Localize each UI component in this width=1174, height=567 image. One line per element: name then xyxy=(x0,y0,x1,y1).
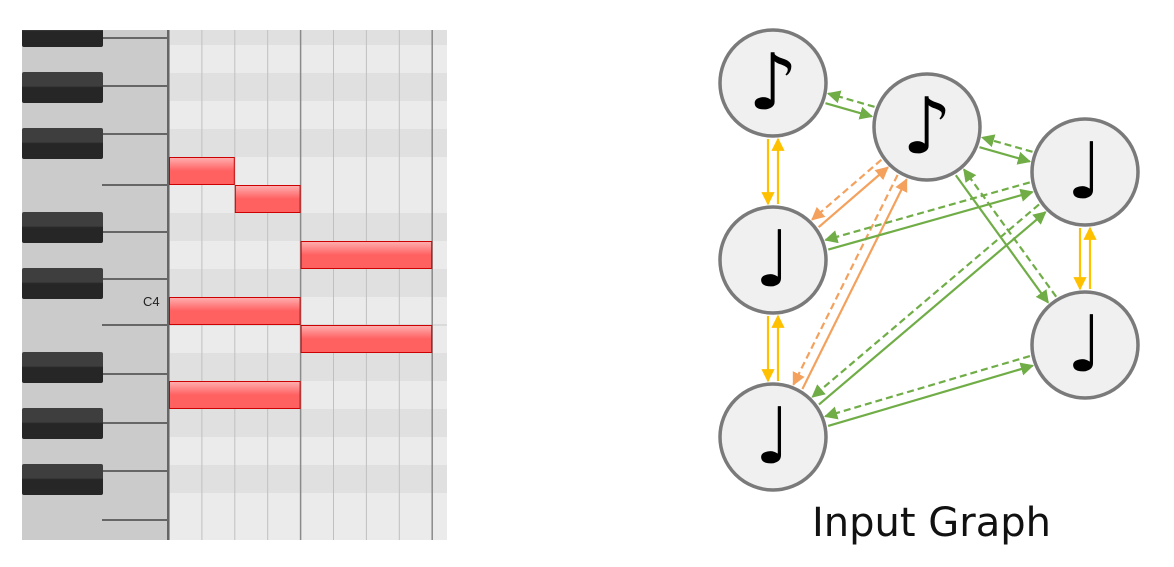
piano-roll xyxy=(22,30,447,540)
black-key xyxy=(22,72,103,103)
edge-n6-n2 xyxy=(801,178,908,390)
quarter-note-icon: ♩ xyxy=(755,392,792,482)
grid-row xyxy=(169,73,447,101)
node-n1 xyxy=(718,28,828,138)
black-key xyxy=(22,352,103,383)
black-key xyxy=(22,212,103,243)
grid-row xyxy=(169,465,447,493)
eighth-note-icon: ♪ xyxy=(748,38,798,128)
grid-row xyxy=(169,409,447,437)
edge-n2-n1 xyxy=(826,90,875,108)
edge-n2-n5 xyxy=(954,174,1049,304)
edge-n1-n2 xyxy=(825,102,874,120)
quarter-note-icon: ♩ xyxy=(1067,300,1104,390)
grid-row xyxy=(169,101,447,129)
grid-row xyxy=(169,269,447,297)
grid-row xyxy=(169,30,447,45)
grid-row xyxy=(169,185,447,213)
edge-n2-n4 xyxy=(811,158,883,221)
grid-row xyxy=(169,129,447,157)
node-n2 xyxy=(872,72,982,182)
edge-n5-n6 xyxy=(824,354,1031,420)
node-n5 xyxy=(1030,290,1140,400)
grid-row xyxy=(169,45,447,73)
black-key xyxy=(22,408,103,439)
quarter-note-icon: ♩ xyxy=(755,215,792,305)
edge-n6-n5 xyxy=(827,362,1034,428)
note-F4 xyxy=(169,157,235,185)
black-key xyxy=(22,30,103,47)
edge-n4-n3 xyxy=(827,188,1034,251)
grid-row xyxy=(169,213,447,241)
node-n6 xyxy=(718,382,828,492)
edge-n3-n4 xyxy=(824,181,1031,244)
graph-title: Input Graph xyxy=(812,500,1051,546)
piano-roll-canvas xyxy=(22,30,447,540)
c4-label: C4 xyxy=(143,294,160,309)
grid-row xyxy=(169,437,447,465)
black-key xyxy=(22,464,103,495)
grid-row xyxy=(169,353,447,381)
edge-n3-n2 xyxy=(980,134,1033,153)
edge-n6-n3 xyxy=(818,211,1047,406)
note-D4 xyxy=(300,241,433,269)
note-A3 xyxy=(169,381,301,409)
grid-row xyxy=(169,521,447,540)
grid-row xyxy=(169,493,447,521)
note-B3 xyxy=(300,325,433,353)
node-n4 xyxy=(718,205,828,315)
quarter-note-icon: ♩ xyxy=(1067,127,1104,217)
note-E4 xyxy=(234,185,301,213)
black-key xyxy=(22,128,103,159)
edge-n2-n3 xyxy=(979,146,1032,165)
note-C4 xyxy=(169,297,301,325)
black-key xyxy=(22,268,103,299)
edge-n5-n2 xyxy=(963,168,1058,298)
eighth-note-icon: ♪ xyxy=(902,82,952,172)
edge-n2-n6 xyxy=(792,174,899,386)
edge-n4-n2 xyxy=(817,166,889,229)
node-n3 xyxy=(1030,117,1140,227)
